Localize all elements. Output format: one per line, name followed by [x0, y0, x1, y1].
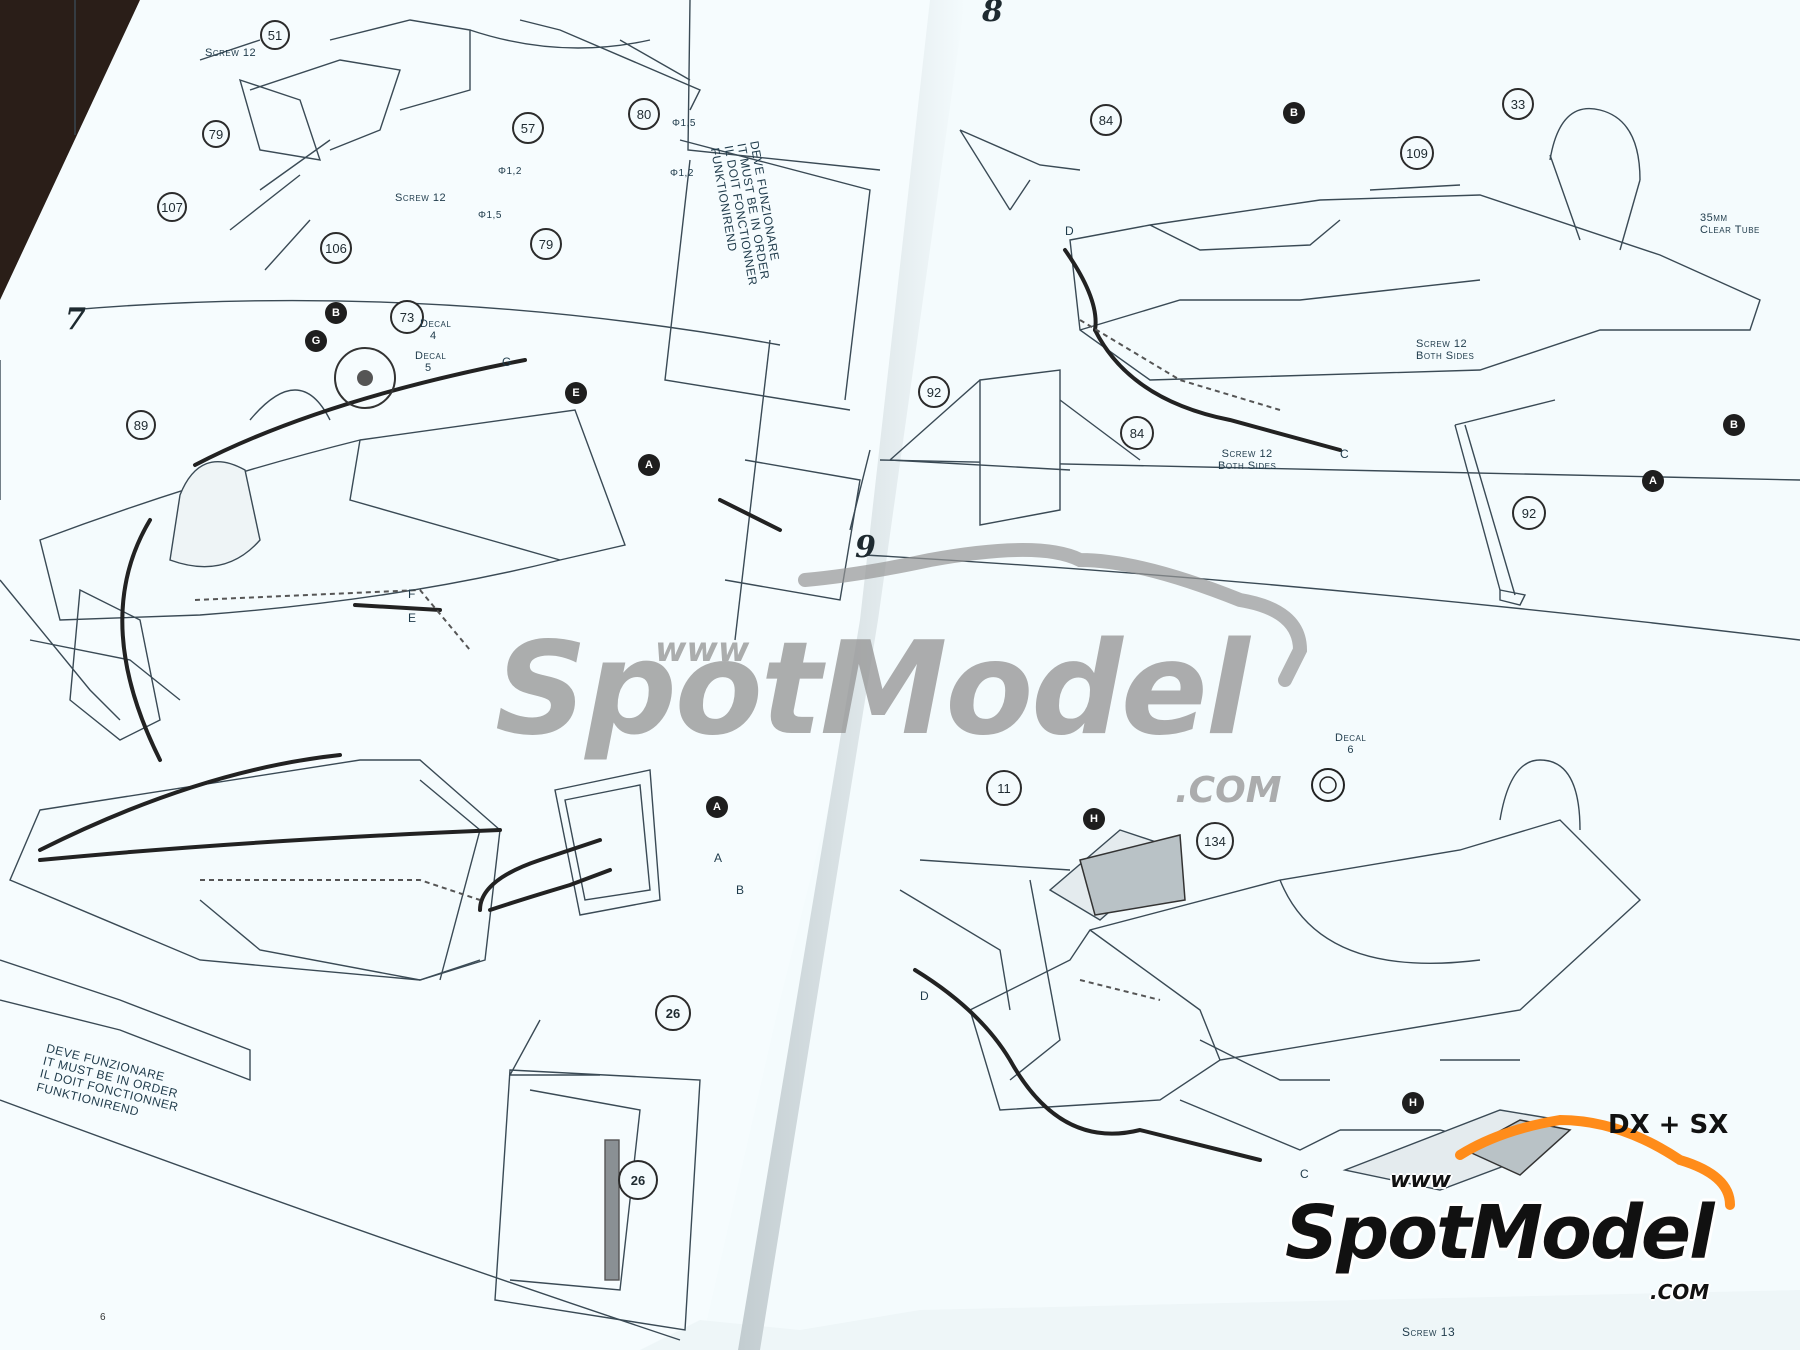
cable-g	[193, 358, 527, 467]
wire-c-label-9: C	[1300, 1167, 1310, 1181]
part-84: 84	[1090, 104, 1122, 136]
watermark-car-outline	[798, 543, 1308, 687]
wire-g-label: G	[502, 355, 512, 369]
step-8-number: 8	[982, 0, 1003, 29]
part-107: 107	[157, 192, 187, 222]
dim-label-1: Φ1,5	[672, 118, 696, 129]
left-page	[0, 0, 960, 1350]
watermark-brand: SpotModel	[495, 615, 1250, 764]
wire-d-label-8: D	[1065, 224, 1075, 238]
logo-car-outline	[1455, 1114, 1735, 1210]
page-gutter	[738, 0, 965, 1350]
watermark-domain: .COM	[1175, 770, 1282, 811]
letter-h-marker-2: H	[1402, 1092, 1424, 1114]
letter-b-marker: B	[325, 302, 347, 324]
letter-g-marker: G	[305, 330, 327, 352]
screw-13-label: Screw 13	[1402, 1325, 1456, 1339]
decal-6-label: Decal 6	[1335, 732, 1367, 757]
letter-a-marker: A	[638, 454, 660, 476]
part-33: 33	[1502, 88, 1534, 120]
page-number-left: 6	[100, 1312, 106, 1323]
part-79: 79	[202, 120, 230, 148]
part-109: 109	[1400, 136, 1434, 170]
decal-5-label: Decal 5	[415, 350, 447, 375]
letter-b-marker-8b: B	[1723, 414, 1745, 436]
decal-4-label: Decal 4	[420, 318, 452, 343]
part-84b: 84	[1120, 416, 1154, 450]
wire-d-label-9: D	[920, 989, 930, 1003]
dim-label-3: Φ1,2	[498, 166, 522, 177]
part-57: 57	[512, 112, 544, 144]
part-26-inset: 26	[618, 1160, 658, 1200]
part-51: 51	[260, 20, 290, 50]
screw-12-label-a: Screw 12	[205, 47, 257, 59]
dim-label-2: Φ1,2	[670, 168, 694, 179]
wire-e-label: E	[408, 611, 417, 625]
wire-b-label: B	[736, 883, 745, 897]
dim-label-4: Φ1,5	[478, 210, 502, 221]
screw-12-label-b: Screw 12	[395, 192, 447, 204]
screw-12-both-sides-left: Screw 12 Both Sides	[1218, 448, 1277, 473]
part-79b: 79	[530, 228, 562, 260]
part-73: 73	[390, 300, 424, 334]
steering-wheel-drawing	[334, 347, 396, 409]
step-9-number: 9	[855, 530, 876, 565]
watermark-www: www	[655, 630, 750, 670]
part-26: 26	[655, 995, 691, 1031]
clear-tube-label: 35mm Clear Tube	[1700, 212, 1760, 237]
part-106: 106	[320, 232, 352, 264]
part-92b: 92	[1512, 496, 1546, 530]
letter-e-marker: E	[565, 382, 587, 404]
letter-a-marker-2: A	[706, 796, 728, 818]
wire-a-label: A	[714, 851, 723, 865]
step-7-number: 7	[65, 302, 86, 337]
part-134: 134	[1196, 822, 1234, 860]
part-11: 11	[986, 770, 1022, 806]
logo-brand: SpotModel	[1285, 1190, 1714, 1276]
letter-b-marker-8: B	[1283, 102, 1305, 124]
wire-c-label-8: C	[1340, 447, 1350, 461]
wire-f-label: F	[408, 587, 416, 601]
screw-12-both-sides-right: Screw 12 Both Sides	[1416, 338, 1475, 363]
part-92: 92	[918, 376, 950, 408]
letter-h-marker: H	[1083, 808, 1105, 830]
part-89: 89	[126, 410, 156, 440]
part-80: 80	[628, 98, 660, 130]
logo-www: www	[1390, 1168, 1451, 1193]
logo-domain: .COM	[1650, 1280, 1710, 1304]
dx-sx-label: DX + SX	[1608, 1110, 1729, 1140]
letter-a-marker-8: A	[1642, 470, 1664, 492]
